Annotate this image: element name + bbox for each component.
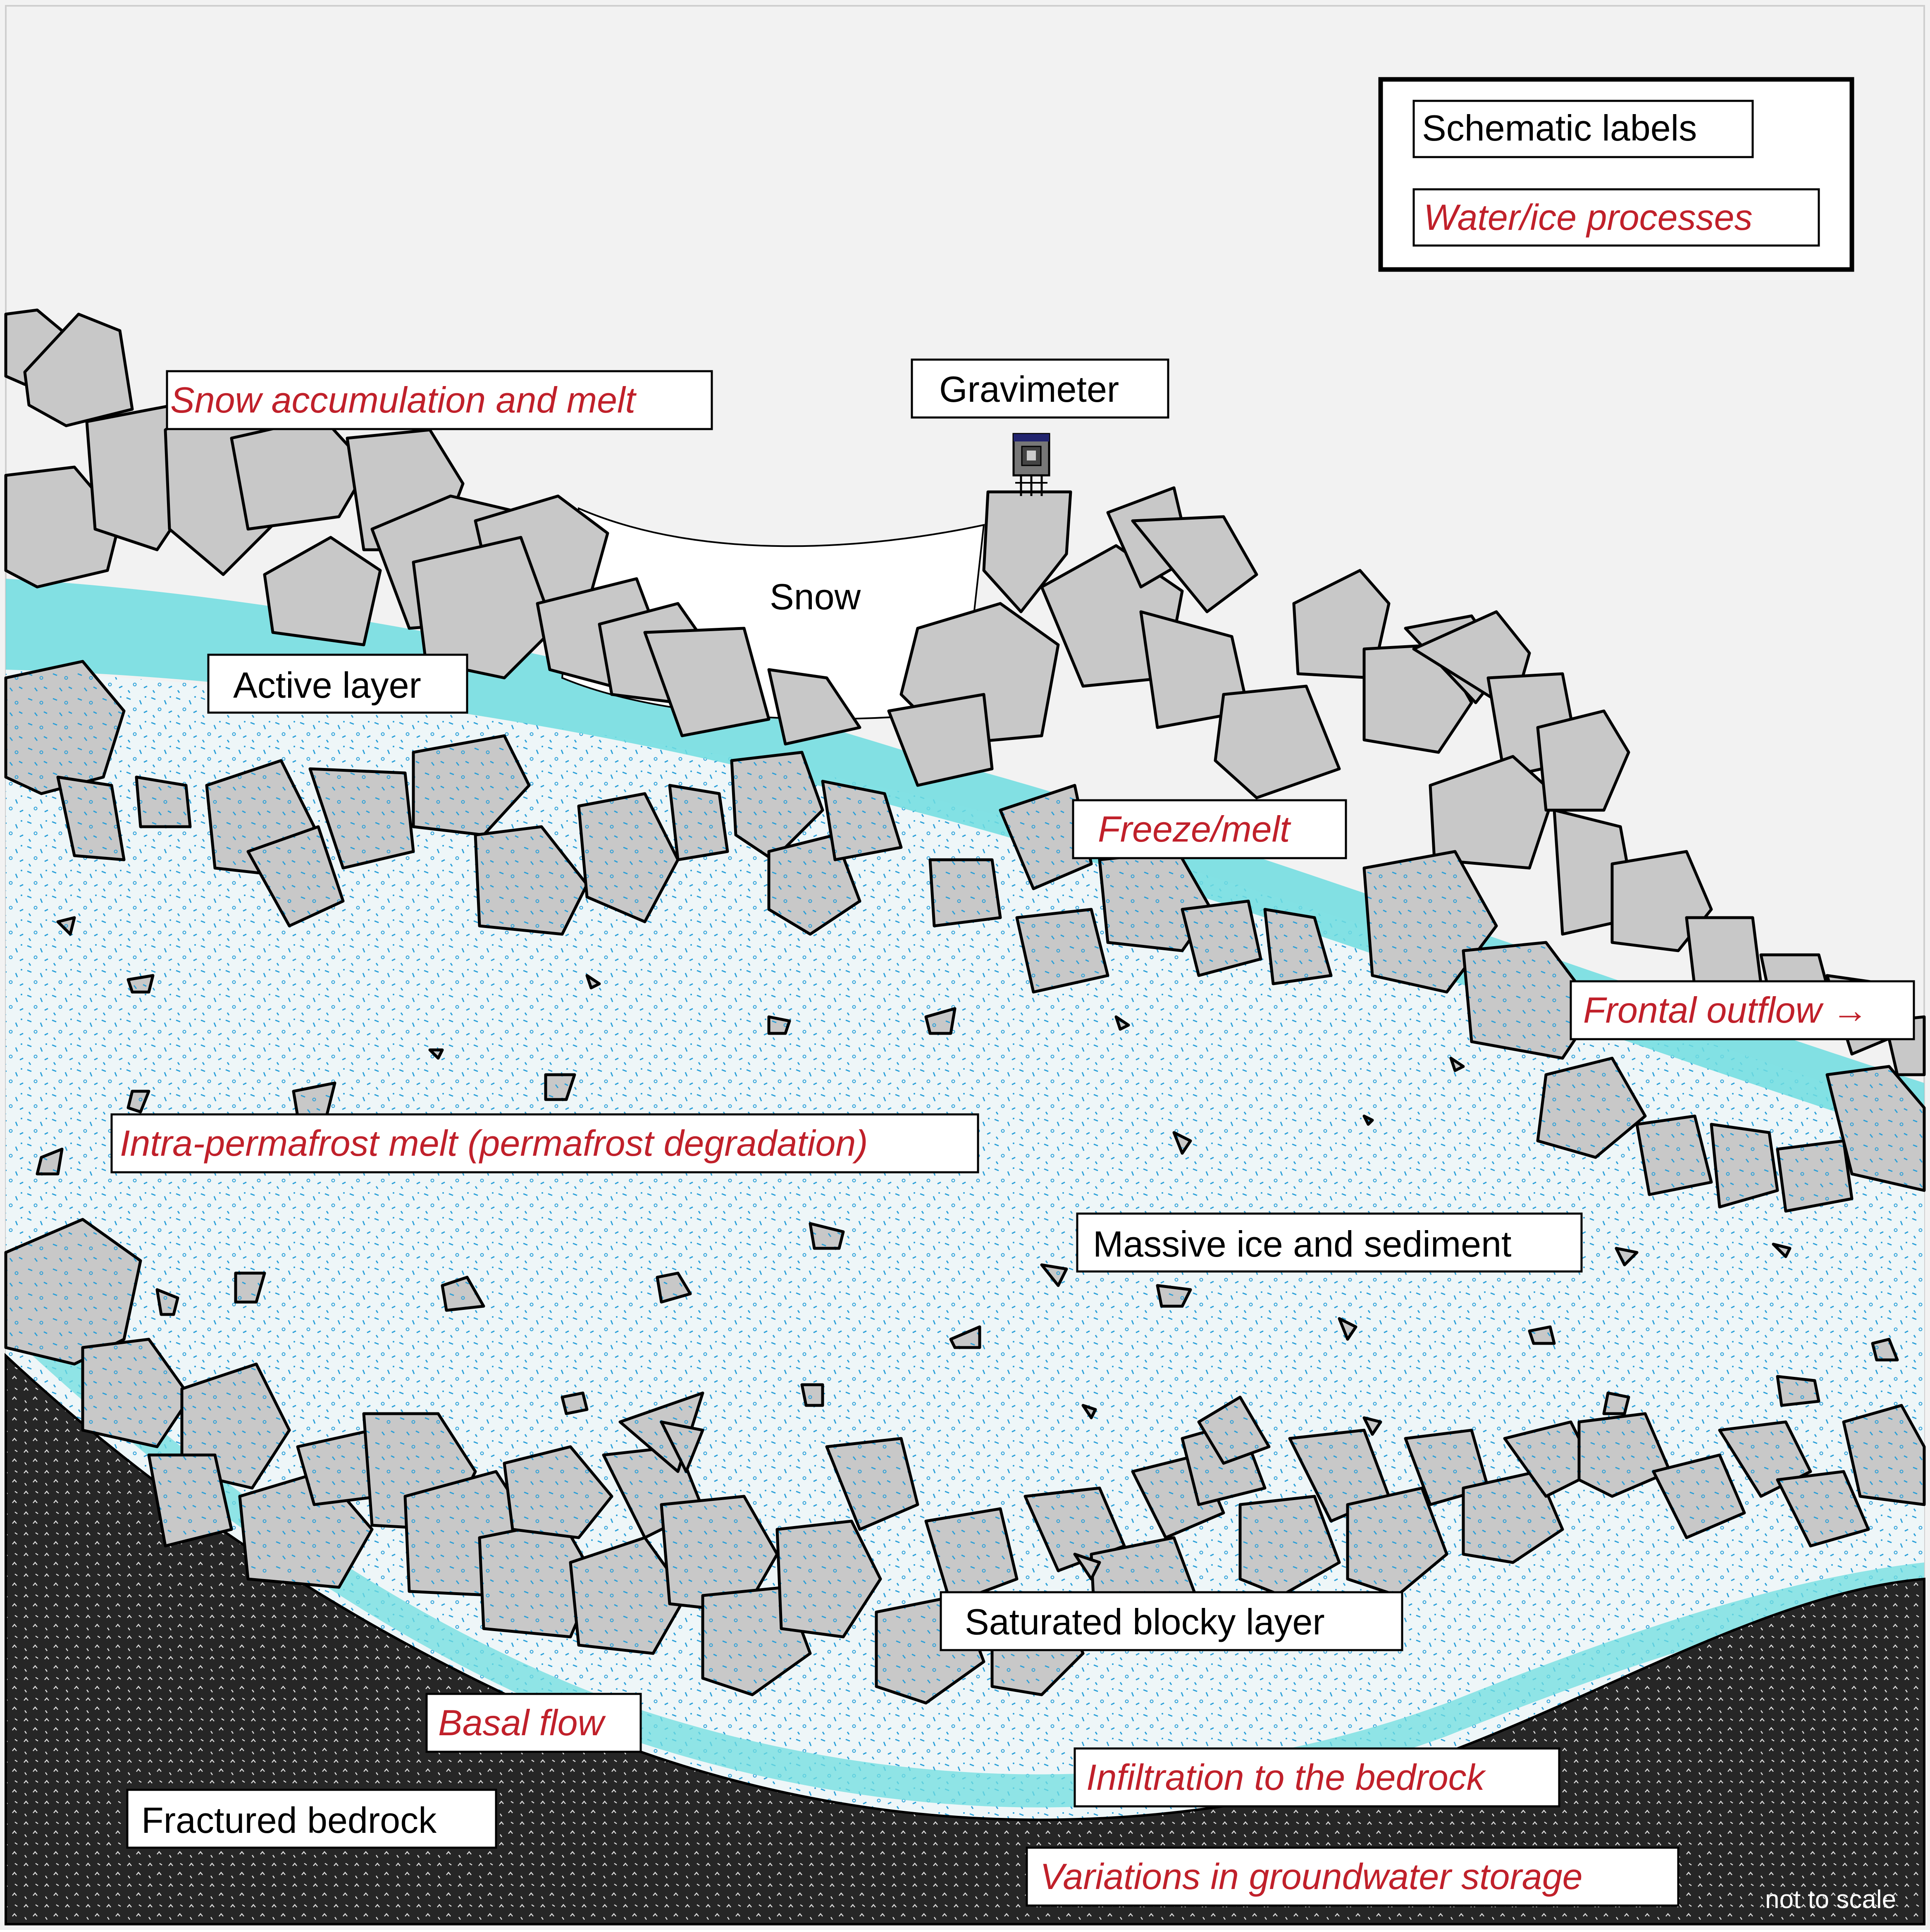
basal-flow-box [425,1693,642,1753]
frontal-outflow-box [1570,980,1915,1040]
legend: Schematic labels Water/ice processes [1378,77,1854,272]
active-layer-band [6,579,1924,1141]
legend-schematic-label: Schematic labels [1422,107,1697,148]
intra-permafrost-box [110,1113,979,1174]
legend-process-box [1412,188,1820,247]
active-layer-label: Active layer [233,665,421,706]
bedrock-label-box [126,1789,497,1849]
gravimeter-label: Gravimeter [939,369,1119,410]
basal-flow-label: Basal flow [438,1702,606,1743]
massive-ice-label: Massive ice and sediment [1093,1224,1511,1264]
active-layer-label-box [207,654,468,714]
gravimeter-icon [1012,433,1050,496]
snow-melt-box [166,370,713,430]
gravimeter-label-box [911,358,1169,419]
snow-label: Snow [770,576,861,617]
saturated-layer-label-box [940,1591,1403,1651]
snow-melt-label: Snow accumulation and melt [170,379,637,420]
saturated-layer-label: Saturated blocky layer [965,1601,1325,1642]
infiltration-box [1074,1747,1560,1808]
groundwater-box [1026,1846,1680,1907]
legend-process-label: Water/ice processes [1424,197,1753,238]
not-to-scale-label: not to scale [1765,1885,1896,1914]
infiltration-label: Infiltration to the bedrock [1086,1757,1486,1798]
groundwater-label: Variations in groundwater storage [1040,1856,1583,1897]
frontal-outflow-label: Frontal outflow → [1583,990,1868,1030]
basal-blocks [4,1218,1926,1705]
legend-schematic-box [1412,100,1754,158]
freeze-melt-label: Freeze/melt [1098,809,1291,849]
freeze-melt-box [1072,799,1347,859]
intra-permafrost-label: Intra-permafrost melt (permafrost degrad… [120,1123,868,1164]
bedrock-label: Fractured bedrock [141,1800,437,1841]
massive-ice-label-box [1076,1212,1583,1273]
small-clasts [36,916,1899,1436]
